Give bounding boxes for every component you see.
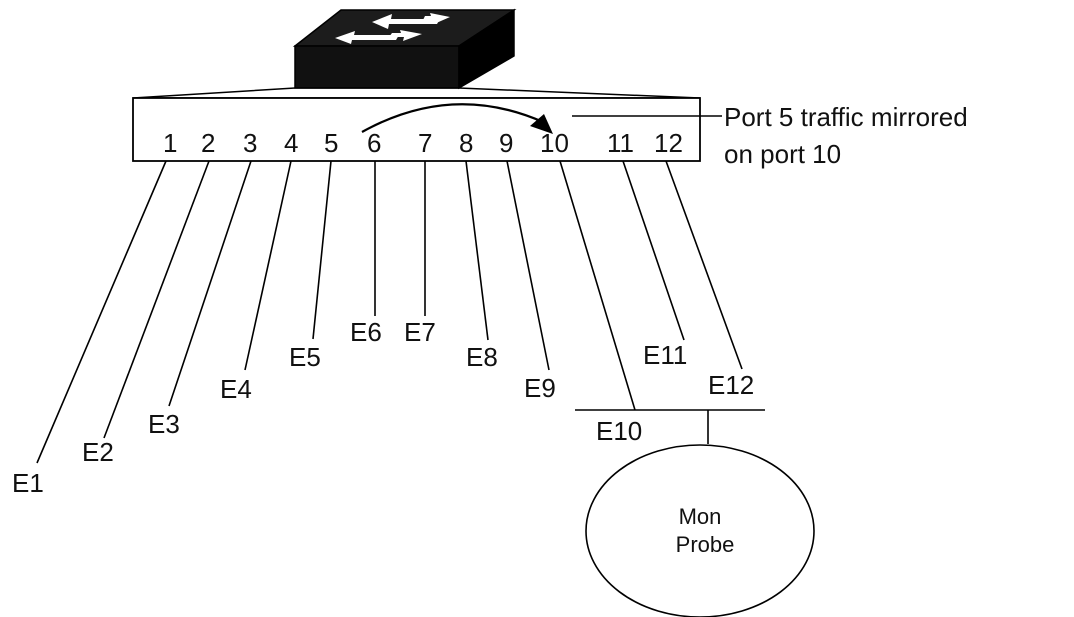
port-label-10: 10	[540, 128, 569, 158]
cable-12	[665, 160, 743, 370]
chassis-panel	[132, 97, 701, 162]
probe-label-line-2: Probe	[676, 532, 735, 557]
switch-device	[292, 8, 517, 90]
endpoint-label-e9: E9	[524, 373, 556, 403]
endpoint-label-e8: E8	[466, 342, 498, 372]
port-label-5: 5	[324, 128, 338, 158]
switch-side-face	[458, 8, 515, 90]
cable-9	[506, 160, 550, 371]
endpoint-label-e10: E10	[596, 416, 642, 446]
endpoint-label-e4: E4	[220, 374, 252, 404]
cable-10	[559, 160, 636, 411]
port-label-6: 6	[367, 128, 381, 158]
cable-4	[244, 160, 292, 371]
mirror-arrow-head-icon	[530, 114, 553, 134]
endpoint-label-e11: E11	[643, 340, 687, 370]
port-label-1: 1	[163, 128, 177, 158]
switch-front-face	[294, 45, 460, 89]
cable-1	[36, 160, 167, 464]
endpoint-label-e6: E6	[350, 317, 382, 347]
port-label-11: 11	[607, 128, 634, 158]
endpoint-label-e3: E3	[148, 409, 180, 439]
endpoint-label-e12: E12	[708, 370, 754, 400]
port-labels: 1 2 3 4 5 6 7 8 9 10 11 12	[163, 128, 683, 158]
traffic-arrows-icon	[335, 13, 450, 44]
monitor-segment: Mon Probe	[575, 409, 815, 617]
mirror-arrow-curve	[361, 103, 544, 133]
endpoint-label-e5: E5	[289, 342, 321, 372]
cable-11	[622, 160, 685, 341]
port-cables	[36, 160, 743, 464]
endpoint-label-e7: E7	[404, 317, 436, 347]
cable-8	[465, 160, 489, 341]
port-label-3: 3	[243, 128, 257, 158]
annotation-line-1: Port 5 traffic mirrored	[724, 102, 968, 132]
annotation-line-2: on port 10	[724, 139, 841, 169]
endpoint-labels: E1 E2 E3 E4 E5 E6 E7 E8 E9 E10 E11 E12	[12, 317, 754, 498]
cable-5	[312, 160, 332, 340]
port-label-8: 8	[459, 128, 473, 158]
port-label-9: 9	[499, 128, 513, 158]
port-label-7: 7	[418, 128, 432, 158]
cable-3	[168, 160, 252, 407]
mirror-arrow	[361, 103, 553, 134]
monitor-probe	[585, 444, 815, 617]
cable-2	[103, 160, 210, 439]
port-label-2: 2	[201, 128, 215, 158]
endpoint-label-e1: E1	[12, 468, 44, 498]
chassis-top-bevel	[132, 87, 701, 99]
probe-label-line-1: Mon	[679, 504, 722, 529]
port-label-12: 12	[654, 128, 683, 158]
switch-chassis	[132, 87, 701, 162]
endpoint-label-e2: E2	[82, 437, 114, 467]
port-label-4: 4	[284, 128, 298, 158]
mirror-annotation: Port 5 traffic mirrored on port 10	[572, 102, 968, 169]
